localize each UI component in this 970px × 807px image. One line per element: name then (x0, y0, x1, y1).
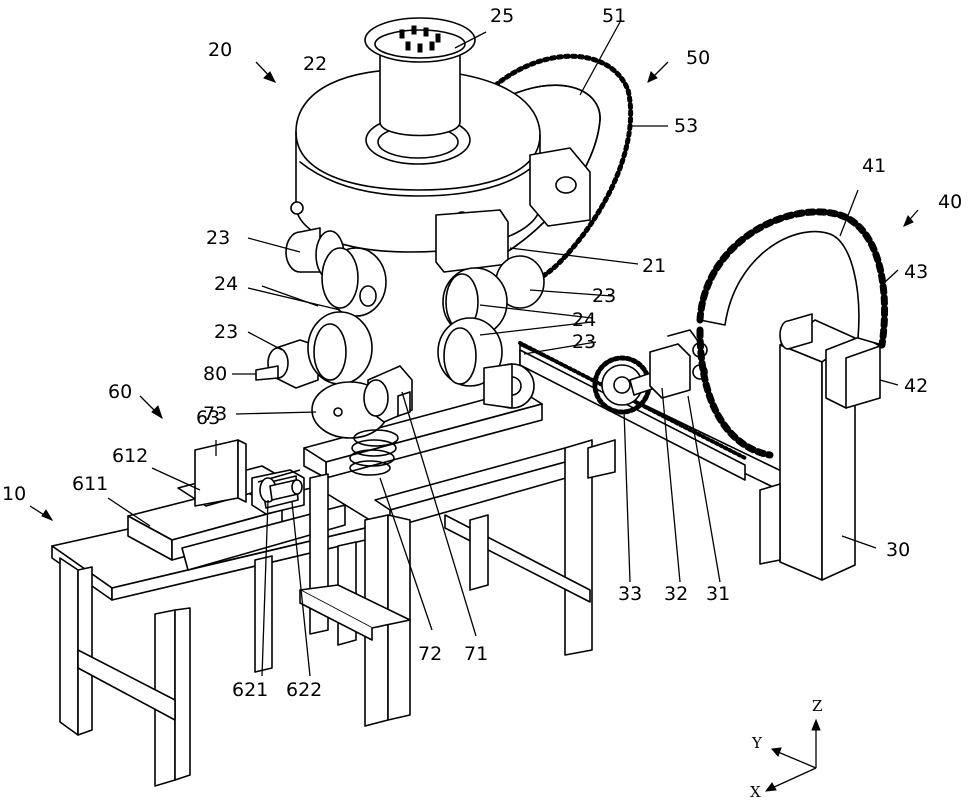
rollers-right (437, 255, 545, 409)
reference-labels: 20 22 25 51 50 53 41 40 43 42 21 23 24 2… (2, 5, 962, 701)
ref-32: 32 (664, 583, 688, 605)
ref-53: 53 (674, 115, 698, 137)
rack-assembly (518, 329, 747, 481)
ref-31: 31 (706, 583, 730, 605)
leader-lines (29, 21, 919, 677)
head-unit-22 (290, 17, 591, 273)
ref-612: 612 (112, 445, 148, 467)
ref-622: 622 (286, 679, 322, 701)
axis-z-label: Z (812, 697, 822, 715)
ref-40: 40 (938, 191, 962, 213)
ref-23-b: 23 (214, 321, 238, 343)
chain-40 (696, 208, 889, 459)
ref-24-a: 24 (214, 273, 238, 295)
axis-triad: Z Y X (750, 697, 822, 801)
ref-24-b: 24 (572, 309, 596, 331)
ref-20: 20 (208, 39, 232, 61)
ref-60: 60 (108, 381, 132, 403)
ref-23-d: 23 (572, 331, 596, 353)
motor-71 (349, 365, 413, 476)
ref-23-a: 23 (206, 227, 230, 249)
clamp-612-63 (177, 439, 305, 515)
ref-10: 10 (2, 483, 26, 505)
ref-72: 72 (418, 643, 442, 665)
ref-50: 50 (686, 47, 710, 69)
axis-y-label: Y (751, 734, 763, 752)
ref-71: 71 (464, 643, 488, 665)
ref-30: 30 (886, 539, 910, 561)
ref-22: 22 (303, 53, 327, 75)
ref-51: 51 (602, 5, 626, 27)
ref-25: 25 (490, 5, 514, 27)
axis-x-label: X (750, 783, 761, 801)
ref-41: 41 (862, 155, 886, 177)
ref-80: 80 (203, 363, 227, 385)
ref-621: 621 (232, 679, 268, 701)
ref-23-c: 23 (592, 285, 616, 307)
ref-73: 73 (203, 403, 227, 425)
ref-arrows (41, 71, 914, 522)
ref-611: 611 (72, 473, 108, 495)
ref-63: 63 (196, 407, 220, 429)
ref-43: 43 (904, 261, 928, 283)
ref-42: 42 (904, 375, 928, 397)
ref-33: 33 (618, 583, 642, 605)
ref-21: 21 (642, 255, 666, 277)
